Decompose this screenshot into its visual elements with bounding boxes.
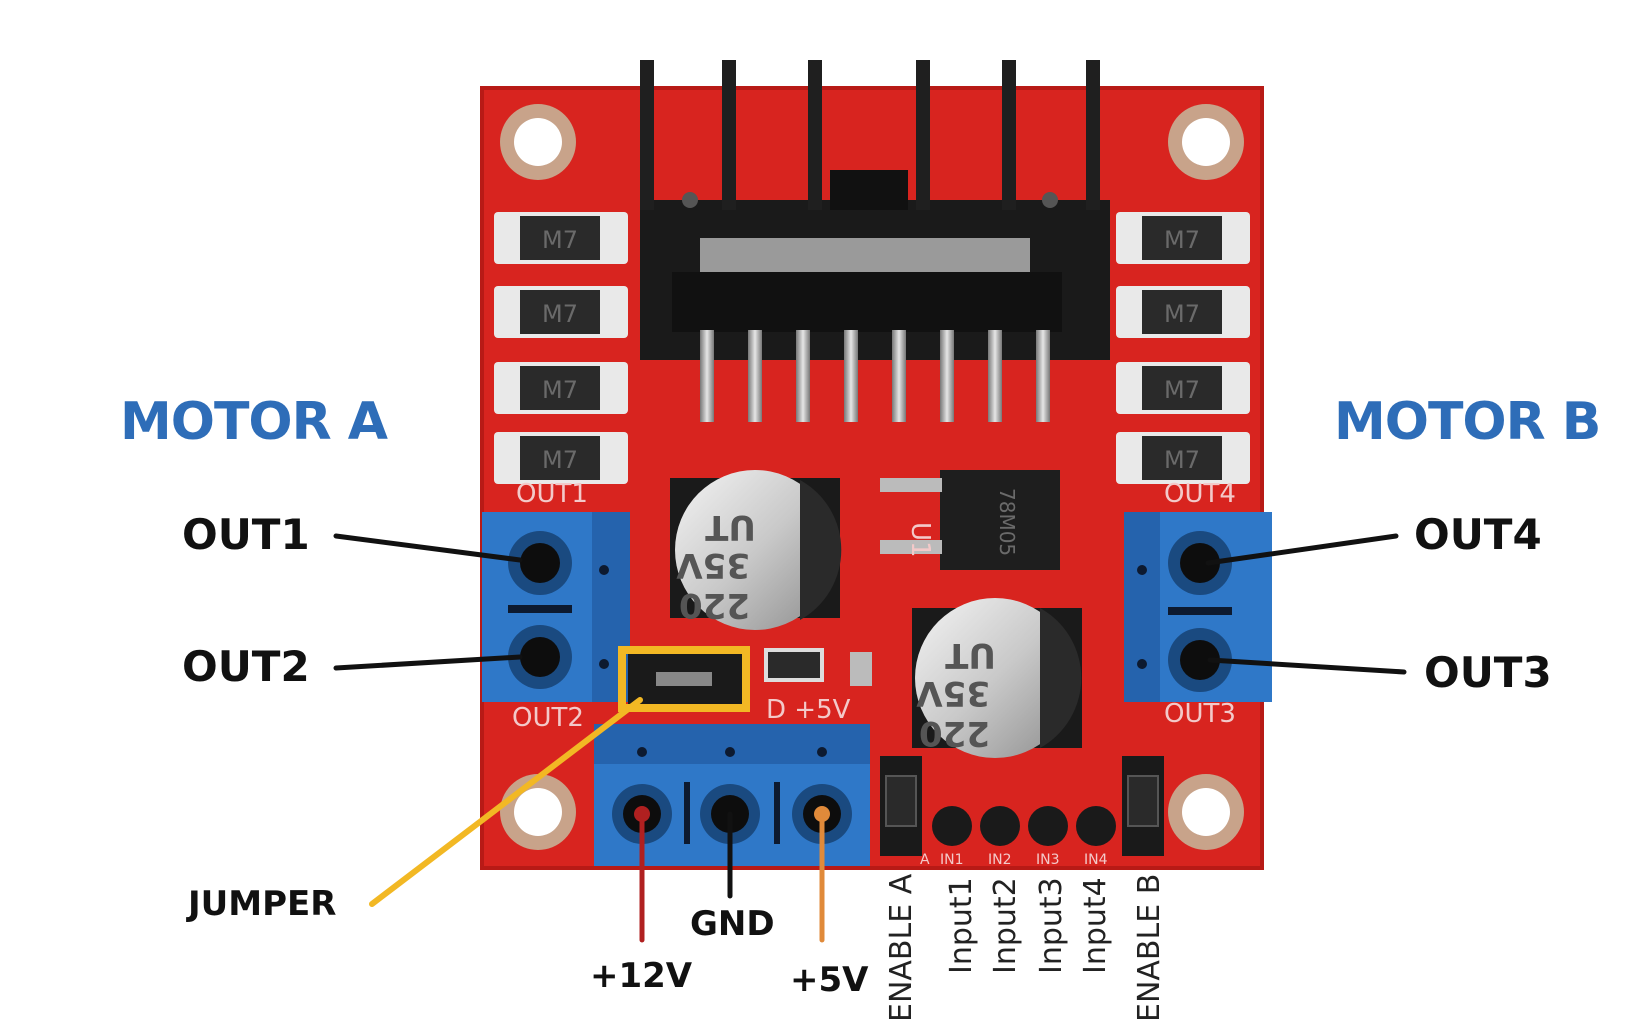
enable-a-label: ENABLE A: [884, 873, 919, 1022]
heat-sink: [640, 60, 1110, 360]
svg-text:M7: M7: [542, 446, 578, 474]
svg-text:OUT4: OUT4: [1164, 479, 1236, 509]
gnd-label: GND: [690, 904, 775, 944]
svg-text:M7: M7: [542, 226, 578, 254]
svg-text:D +5V: D +5V: [766, 695, 851, 725]
svg-text:220: 220: [919, 713, 990, 753]
svg-text:M7: M7: [1164, 376, 1200, 404]
svg-text:A: A: [920, 852, 930, 868]
capacitor-2: UT 35V 220: [912, 598, 1082, 758]
jumper-label: JUMPER: [188, 884, 337, 924]
svg-text:M7: M7: [542, 300, 578, 328]
input-pin-header: A IN1 IN2 IN3 IN4: [880, 756, 1164, 868]
svg-text:78M05: 78M05: [995, 488, 1019, 556]
capacitor-1: UT 35V 220: [670, 470, 842, 630]
enable-b-label: ENABLE B: [1132, 873, 1167, 1022]
svg-text:35V: 35V: [676, 545, 750, 585]
out2-label: OUT2: [182, 642, 310, 691]
motor-b-title: MOTOR B: [1334, 392, 1601, 452]
svg-text:M7: M7: [542, 376, 578, 404]
svg-text:IN1: IN1: [940, 852, 964, 868]
svg-text:M7: M7: [1164, 446, 1200, 474]
svg-text:35V: 35V: [916, 673, 990, 713]
diodes-right: M7 M7 M7 M7: [1116, 212, 1250, 484]
svg-text:OUT1: OUT1: [516, 479, 588, 509]
svg-text:IN2: IN2: [988, 852, 1012, 868]
svg-text:IN4: IN4: [1084, 852, 1108, 868]
svg-text:U1: U1: [905, 522, 935, 558]
svg-text:UT: UT: [704, 507, 756, 547]
input1-label: Input1: [944, 877, 979, 974]
svg-text:220: 220: [679, 585, 750, 625]
mounting-holes: [500, 104, 1244, 850]
out1-label: OUT1: [182, 510, 310, 559]
v12-label: +12V: [590, 956, 693, 996]
out3-label: OUT3: [1424, 648, 1552, 697]
input2-label: Input2: [988, 877, 1023, 974]
leader-lines: [333, 533, 1407, 943]
svg-text:OUT2: OUT2: [512, 703, 584, 733]
svg-text:M7: M7: [1164, 300, 1200, 328]
svg-text:IN3: IN3: [1036, 852, 1060, 868]
ic-legs: [700, 330, 1050, 422]
voltage-regulator: U1 78M05: [880, 470, 1060, 570]
out4-label: OUT4: [1414, 510, 1542, 559]
v5-label: +5V: [790, 960, 869, 1000]
svg-text:M7: M7: [1164, 226, 1200, 254]
input4-label: Input4: [1078, 877, 1113, 974]
svg-text:OUT3: OUT3: [1164, 699, 1236, 729]
motor-a-title: MOTOR A: [120, 392, 388, 452]
diodes-left: M7 M7 M7 M7: [494, 212, 628, 484]
svg-text:UT: UT: [944, 635, 996, 675]
terminal-block-left: [482, 512, 630, 702]
terminal-block-right: [1124, 512, 1272, 702]
jumper-component: [618, 646, 750, 712]
input3-label: Input3: [1034, 877, 1069, 974]
